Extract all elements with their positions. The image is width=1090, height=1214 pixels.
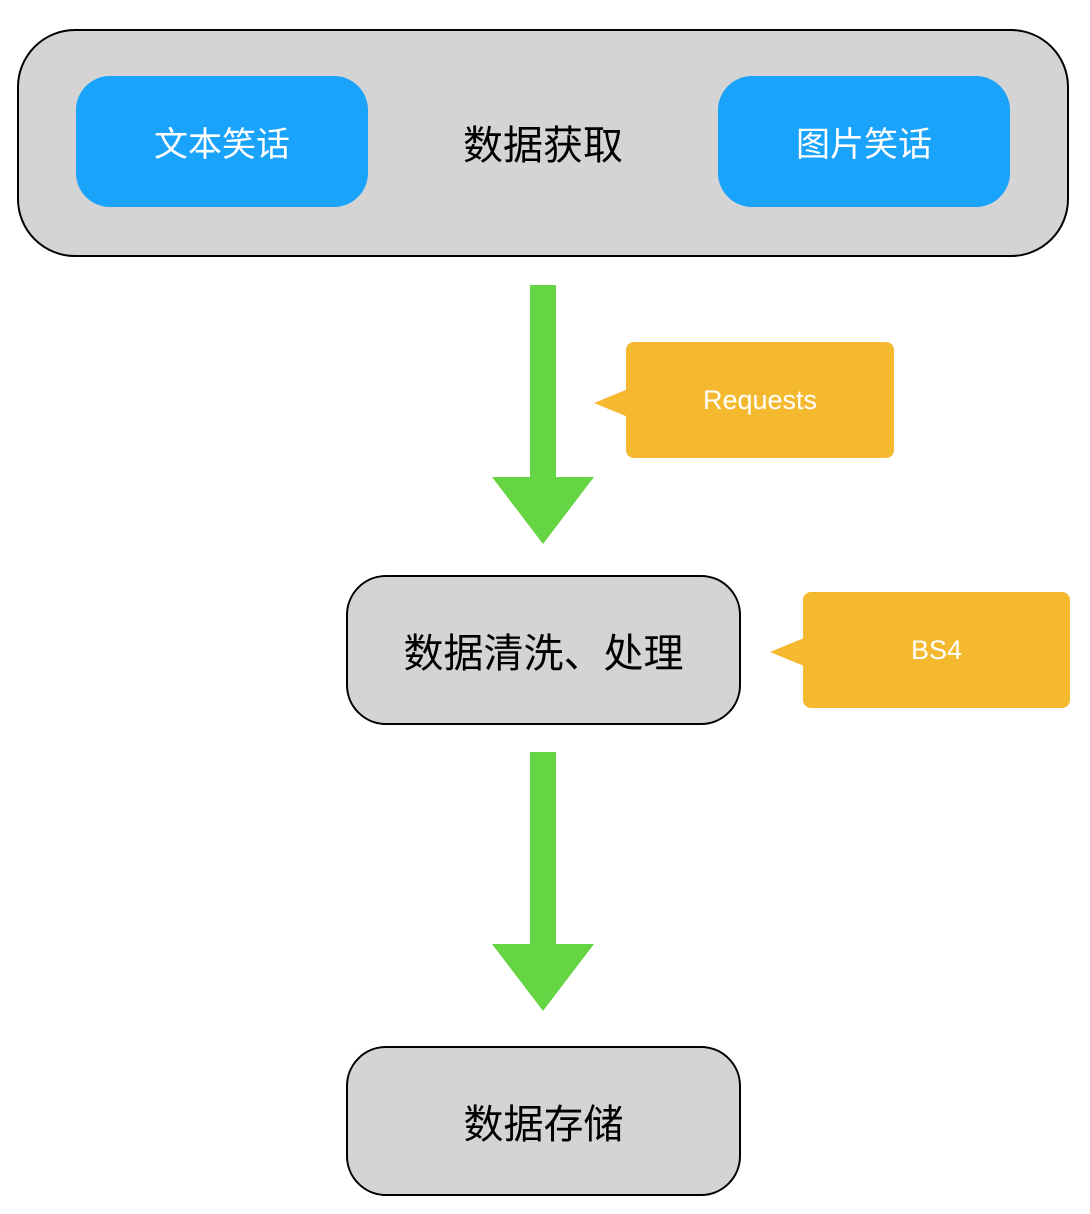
requests-callout-label: Requests [702,384,818,415]
bs4-callout-label: BS4 [910,634,963,665]
data-storage-box: 数据存储 [346,1046,741,1196]
data-acquisition-label: 数据获取 [463,123,623,169]
text-jokes-label: 文本笑话 [154,125,290,165]
requests-callout: Requests [626,342,894,458]
image-jokes-label: 图片笑话 [796,125,932,165]
data-acquisition-title: 数据获取 [392,100,694,184]
flow-arrow-2 [492,752,594,1011]
data-cleaning-box: 数据清洗、处理 [346,575,741,725]
bs4-callout-pointer [770,638,804,666]
bs4-callout: BS4 [803,592,1070,708]
text-jokes-box: 文本笑话 [76,76,368,207]
requests-callout-pointer [594,389,628,417]
flow-arrow-1 [492,285,594,544]
data-cleaning-label: 数据清洗、处理 [403,631,684,677]
data-storage-label: 数据存储 [463,1102,624,1148]
image-jokes-box: 图片笑话 [718,76,1010,207]
